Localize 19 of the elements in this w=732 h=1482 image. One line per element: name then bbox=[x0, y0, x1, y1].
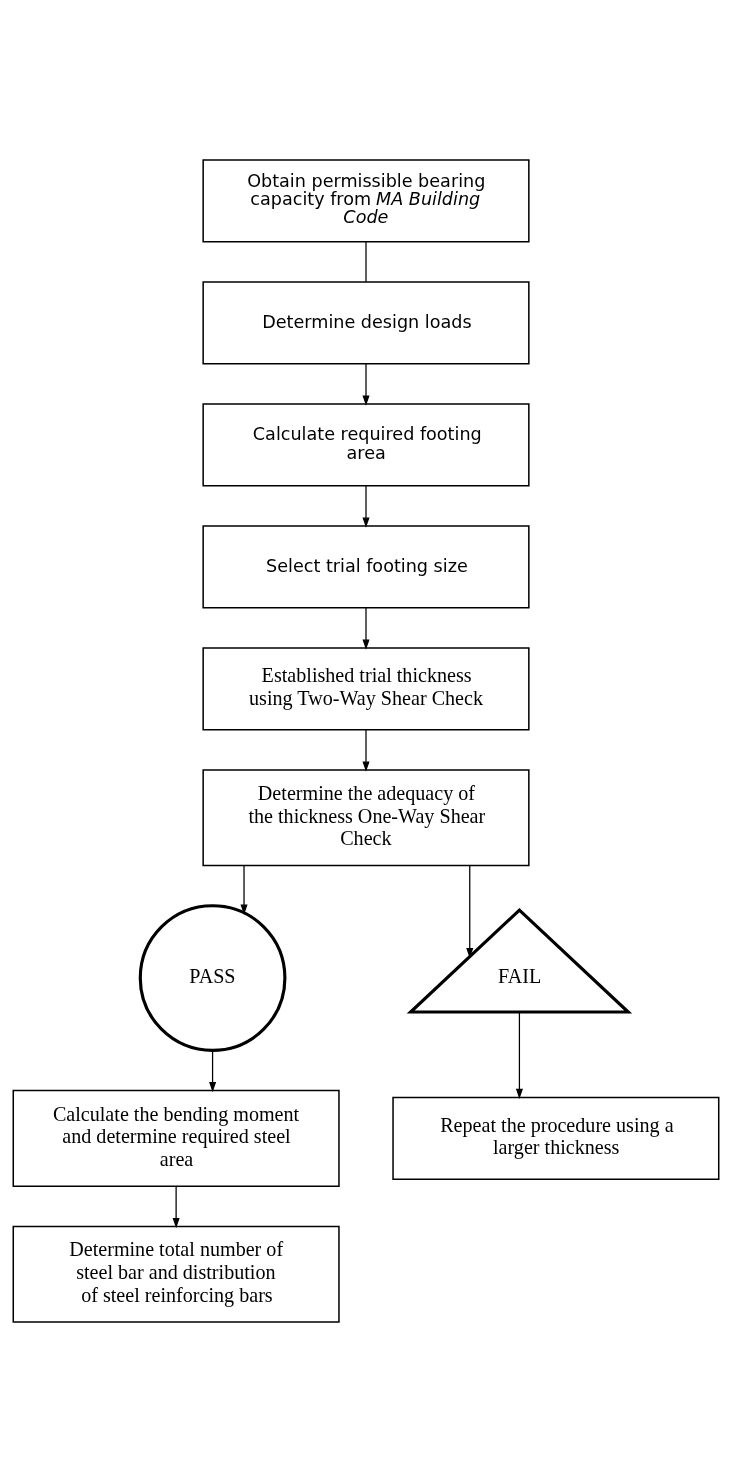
arrow bbox=[466, 865, 474, 959]
node-box: Calculate the bending moment and determine required steel area bbox=[12, 1089, 340, 1187]
arrow bbox=[362, 607, 370, 650]
arrow bbox=[172, 1185, 180, 1229]
node-box: Established trial thickness using Two-Way Shear Check bbox=[202, 647, 530, 731]
arrow bbox=[362, 363, 370, 406]
arrow bbox=[515, 1011, 523, 1099]
node-box: Repeat the procedure using a larger thickness bbox=[392, 1096, 720, 1180]
node-box: Determine design loads bbox=[202, 281, 530, 365]
node-box: Determine total number of steel bar and distribution of steel reinforcing bars bbox=[12, 1225, 340, 1323]
node-box: Obtain permissible bearing capacity from MA Building Code bbox=[202, 159, 530, 243]
node-box: Calculate required footing area bbox=[202, 403, 530, 487]
arrow bbox=[362, 485, 370, 528]
connector bbox=[365, 241, 367, 283]
arrow bbox=[362, 729, 370, 772]
node-box: Select trial footing size bbox=[202, 525, 530, 609]
node-box: Determine the adequacy of the thickness One-Way Shear Check bbox=[202, 769, 530, 867]
arrow bbox=[209, 1050, 217, 1093]
arrow bbox=[240, 865, 248, 915]
